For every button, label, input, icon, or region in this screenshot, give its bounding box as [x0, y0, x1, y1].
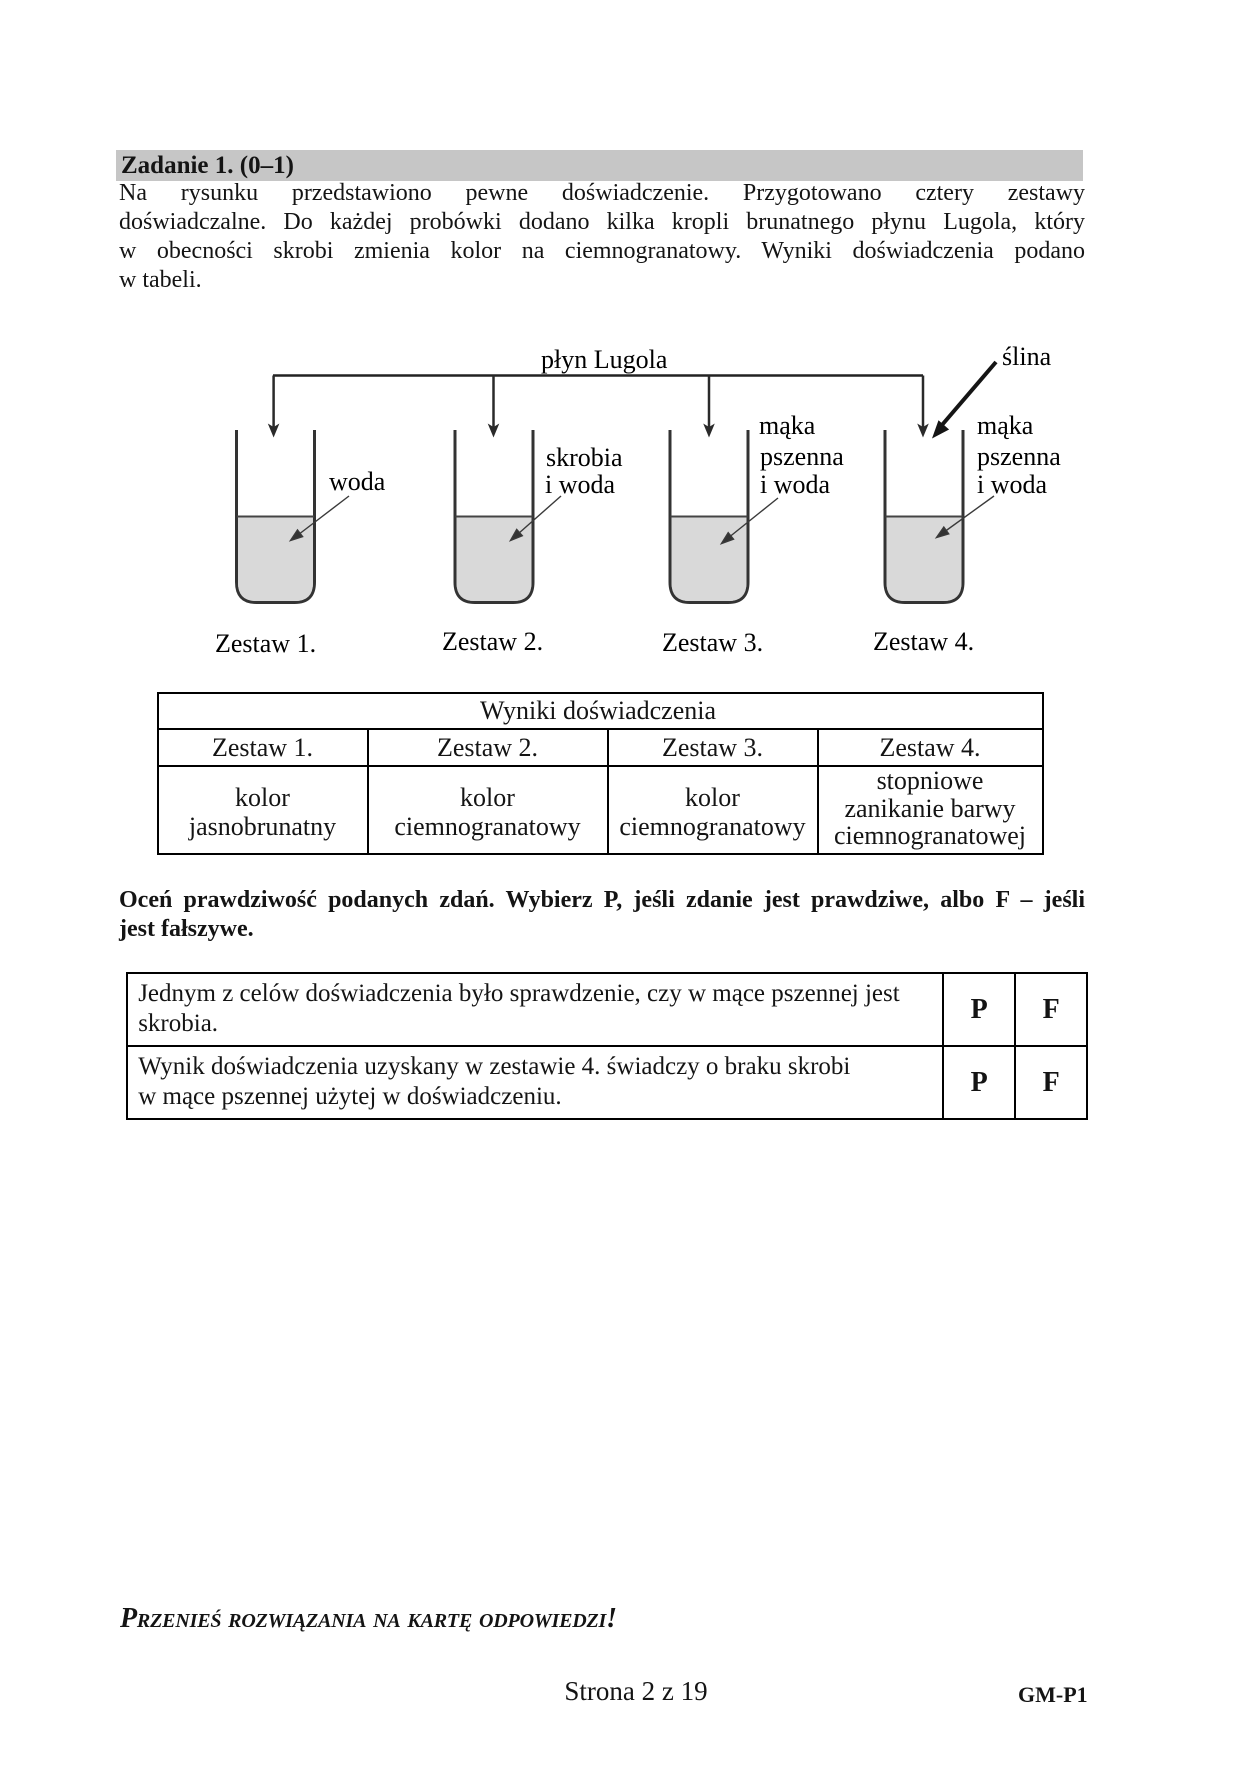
svg-text:woda: woda [329, 467, 386, 496]
svg-text:pszenna: pszenna [977, 442, 1061, 471]
svg-text:mąka: mąka [759, 411, 816, 440]
svg-text:Zestaw 1.: Zestaw 1. [215, 629, 316, 658]
svg-text:i woda: i woda [760, 470, 831, 499]
svg-text:Zestaw 2.: Zestaw 2. [442, 627, 543, 656]
svg-text:mąka: mąka [977, 411, 1034, 440]
svg-text:pszenna: pszenna [760, 442, 844, 471]
svg-text:skrobia: skrobia [546, 443, 623, 472]
svg-text:Zestaw 4.: Zestaw 4. [873, 627, 974, 656]
svg-text:płyn Lugola: płyn Lugola [541, 345, 668, 374]
svg-text:ślina: ślina [1002, 342, 1052, 371]
svg-text:Zestaw 3.: Zestaw 3. [662, 628, 763, 657]
svg-text:i woda: i woda [545, 470, 616, 499]
svg-text:i woda: i woda [977, 470, 1048, 499]
